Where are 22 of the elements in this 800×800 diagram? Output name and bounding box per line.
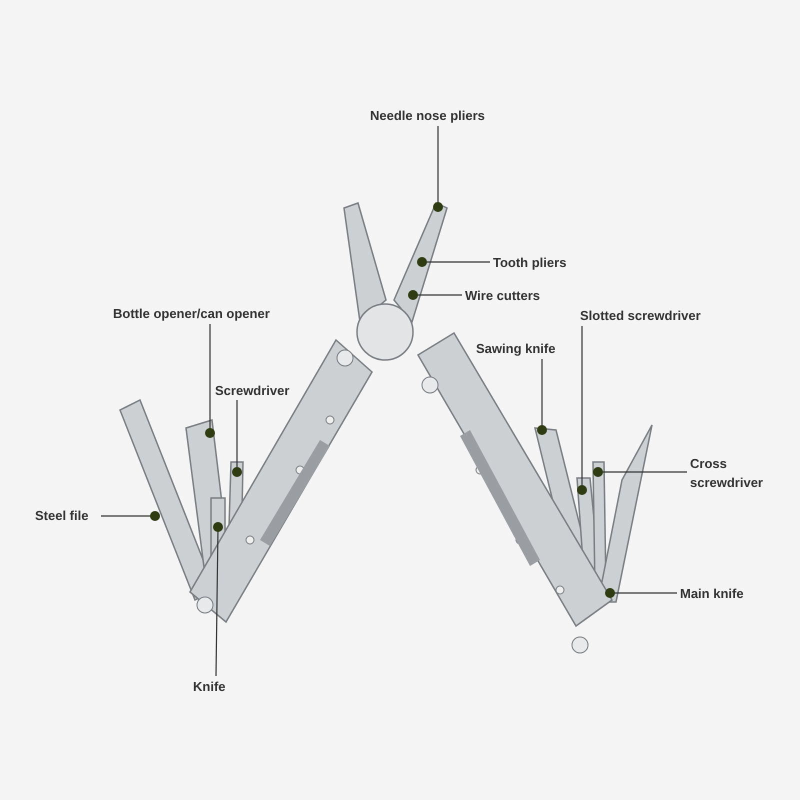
leader-line <box>101 511 160 521</box>
leader-line <box>537 359 547 435</box>
part-label: Wire cutters <box>465 286 565 305</box>
part-label: Knife <box>193 677 238 696</box>
leader-line <box>593 467 687 477</box>
leader-line <box>577 326 587 495</box>
part-label: Sawing knife <box>476 339 576 358</box>
part-label: Tooth pliers <box>493 253 593 272</box>
leader-line <box>213 522 223 676</box>
part-label: Bottle opener/can opener <box>113 304 313 323</box>
part-label: Needle nose pliers <box>370 106 515 125</box>
leader-line <box>433 126 443 212</box>
part-label: Screwdriver <box>215 381 310 400</box>
part-label: Slotted screwdriver <box>580 306 730 325</box>
leader-line <box>232 400 242 477</box>
leader-line <box>605 588 677 598</box>
part-label: Steel file <box>35 506 105 525</box>
leader-line <box>408 290 462 300</box>
part-label: Cross screwdriver <box>690 454 785 492</box>
leader-line <box>205 324 215 438</box>
part-label: Main knife <box>680 584 760 603</box>
leader-line <box>417 257 490 267</box>
